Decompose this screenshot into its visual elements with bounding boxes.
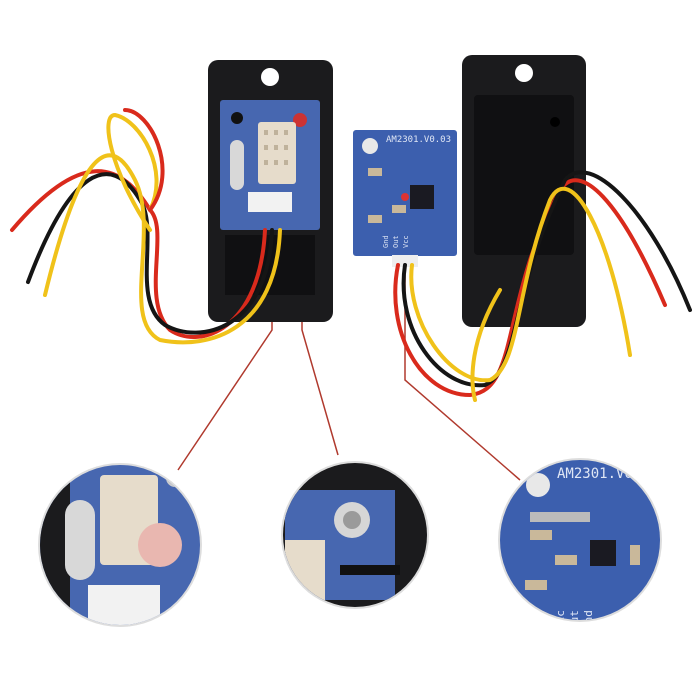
wire-bundle-right	[393, 170, 692, 402]
am2301-module-board: AM2301.V0.03 Gnd Out Vcc	[353, 130, 457, 267]
detail-circle-module: AM2301.V0. Vcc Out Gnd	[498, 458, 662, 630]
module-pin-labels: Gnd Out Vcc	[382, 235, 410, 248]
detail-circle-screw	[281, 461, 429, 609]
am2301-sensor	[258, 122, 296, 184]
detail-pin-gnd: Gnd	[582, 610, 595, 630]
detail-pin-vcc: Vcc	[554, 610, 567, 630]
pin-label-out: Out	[392, 235, 400, 248]
detail-circle-sensor	[38, 463, 202, 627]
detail-pin-out: Out	[568, 610, 581, 630]
module-board-label: AM2301.V0.03	[386, 135, 451, 145]
pin-label-vcc: Vcc	[402, 235, 410, 248]
detail-pin-labels: Vcc Out Gnd	[554, 610, 595, 630]
left-enclosure	[208, 60, 333, 322]
pin-label-gnd: Gnd	[382, 235, 390, 248]
wire-bundle-left	[10, 108, 282, 345]
